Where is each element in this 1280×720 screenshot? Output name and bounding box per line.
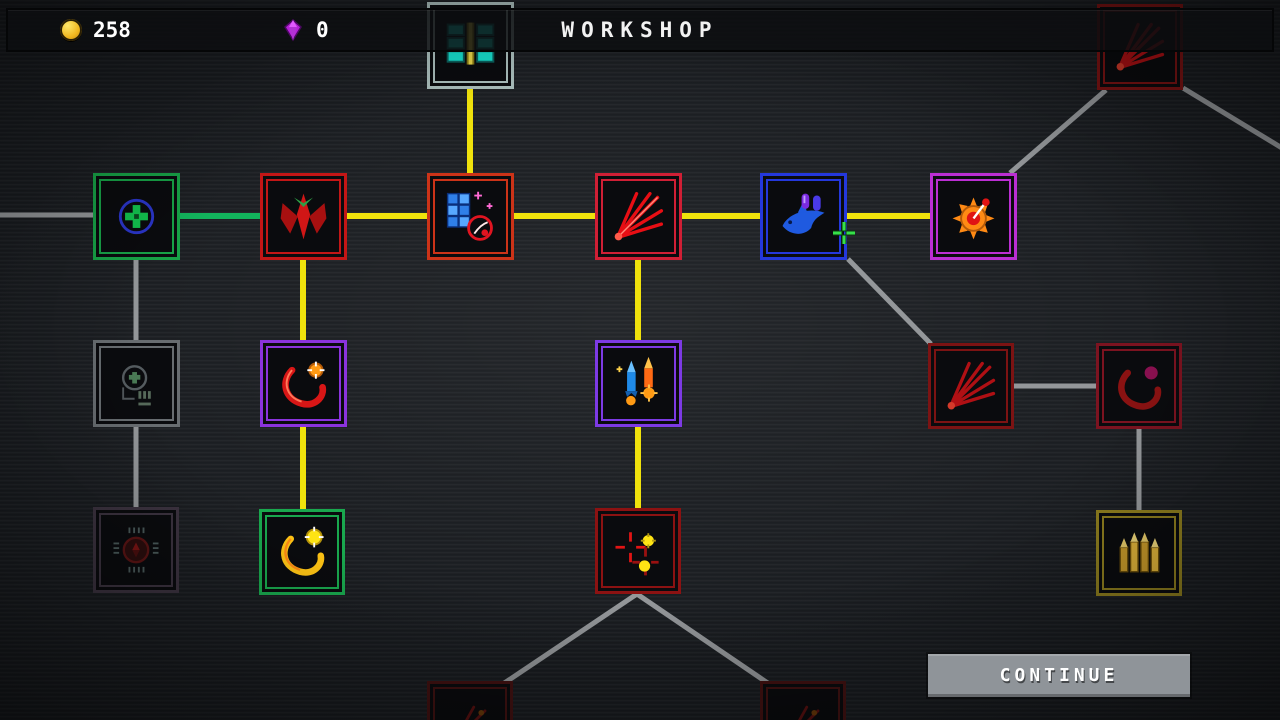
continue-button[interactable]: CONTINUE [928,654,1190,697]
cross-turret-icon [118,198,155,235]
whip-hook-icon [282,361,327,408]
coin-icon [60,19,82,41]
bullet-stack-icon [1119,532,1160,573]
red-crosshair-icon [615,532,659,576]
gem-icon [283,19,302,42]
node-locked-turret[interactable] [93,340,180,427]
node-locked-laser[interactable] [928,343,1014,429]
node-twin-missiles[interactable] [595,340,682,427]
coins-value: 258 [93,18,131,42]
locked-hook-icon [1118,366,1162,410]
saw-sun-icon [952,197,995,240]
node-locked-emblem[interactable] [93,507,179,593]
node-cube-stack[interactable] [427,173,514,260]
gems-counter: 0 [281,18,329,42]
twin-missiles-icon [616,356,658,406]
bottom-node-b-icon [797,705,820,720]
node-bottom-node-b[interactable] [760,681,846,720]
node-red-crosshair[interactable] [595,508,681,594]
locked-emblem-icon [113,527,159,573]
top-bar: 258 0 WORKSHOP [6,8,1274,52]
node-laser-burst[interactable] [595,173,682,260]
gems-value: 0 [315,18,329,42]
node-whip-hook[interactable] [260,340,347,427]
golden-hook-icon [281,526,325,576]
shark-missiles-icon [782,193,825,234]
node-demon-claws[interactable] [260,173,347,260]
node-bottom-node-a[interactable] [427,681,513,720]
node-shark-missiles[interactable] [760,173,847,260]
page-title: WORKSHOP [561,18,719,42]
node-cross-turret[interactable] [93,173,180,260]
locked-turret-icon [121,365,151,406]
cursor-crosshair-icon [831,220,857,246]
demon-claws-icon [280,193,327,240]
node-locked-hook[interactable] [1096,343,1182,429]
coins-counter: 258 [60,18,131,42]
bottom-node-a-icon [464,705,487,720]
locked-laser-icon [947,361,996,410]
laser-burst-icon [614,191,664,241]
node-saw-sun[interactable] [930,173,1017,260]
cube-stack-icon [446,191,493,241]
node-golden-hook[interactable] [259,509,345,595]
node-bullet-stack[interactable] [1096,510,1182,596]
